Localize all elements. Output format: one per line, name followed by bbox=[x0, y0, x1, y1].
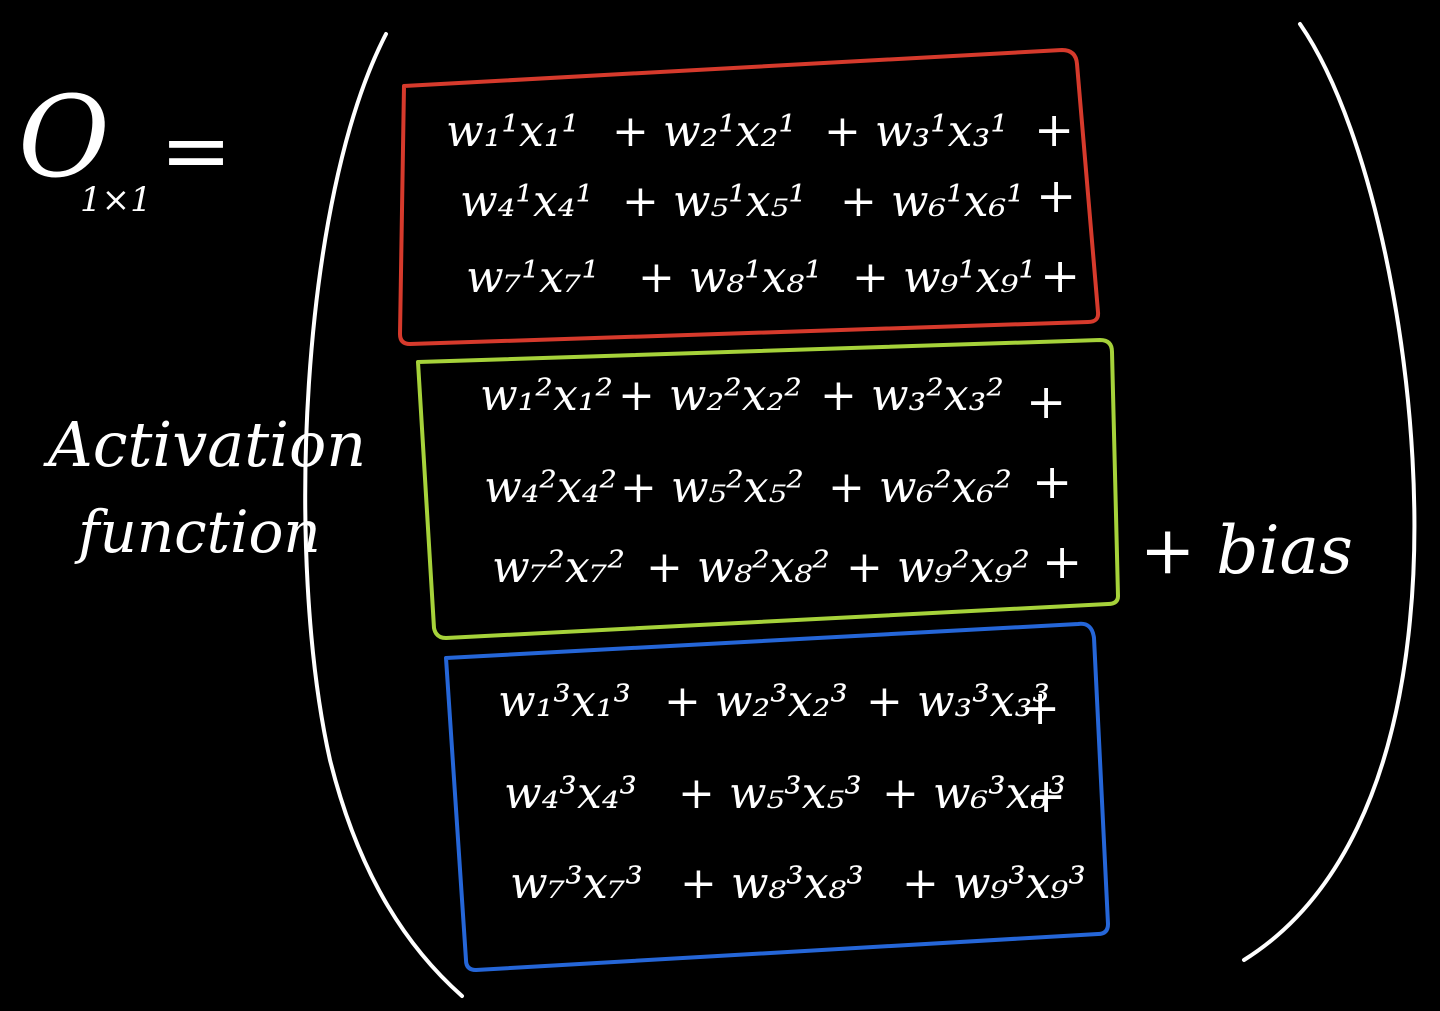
group-1-box bbox=[398, 48, 1101, 346]
term-w1-2: w₁²x₁² bbox=[480, 370, 614, 421]
term-w6-3: + w₆³x₆³ bbox=[882, 768, 1066, 819]
term-w9-2: + w₉²x₉² bbox=[846, 542, 1030, 593]
term-w8-3: + w₈³x₈³ bbox=[680, 858, 864, 909]
term-w8-2: + w₈²x₈² bbox=[646, 542, 830, 593]
term-w5-3: + w₅³x₅³ bbox=[678, 768, 862, 819]
left-parenthesis bbox=[303, 32, 464, 998]
activation-label: Activation bbox=[48, 408, 367, 481]
term-w3-1: + w₃¹x₃¹ bbox=[824, 106, 1008, 157]
term-w4-3: w₄³x₄³ bbox=[504, 768, 638, 819]
group-3-box bbox=[444, 621, 1110, 972]
plus-sign: + bbox=[1032, 454, 1073, 510]
equals-sign: = bbox=[160, 101, 233, 201]
term-w6-2: + w₆²x₆² bbox=[828, 462, 1012, 513]
plus-sign: + bbox=[1036, 168, 1077, 224]
term-w8-1: + w₈¹x₈¹ bbox=[638, 252, 822, 303]
term-w2-2: + w₂²x₂² bbox=[618, 370, 802, 421]
term-w3-2: + w₃²x₃² bbox=[820, 370, 1004, 421]
plus-bias-label: + bias bbox=[1140, 512, 1353, 589]
plus-sign: + bbox=[1034, 102, 1075, 158]
plus-sign: + bbox=[1026, 374, 1067, 430]
term-w7-3: w₇³x₇³ bbox=[510, 858, 644, 909]
term-w7-2: w₇²x₇² bbox=[492, 542, 626, 593]
plus-sign: + bbox=[1042, 534, 1083, 590]
term-w2-3: + w₂³x₂³ bbox=[664, 676, 848, 727]
right-parenthesis bbox=[1242, 22, 1417, 962]
plus-sign: + bbox=[1020, 680, 1061, 736]
group-2-box bbox=[416, 338, 1120, 640]
output-subscript: 1×1 bbox=[80, 180, 152, 220]
function-label: function bbox=[78, 498, 321, 566]
term-w9-1: + w₉¹x₉¹ bbox=[852, 252, 1036, 303]
term-w1-3: w₁³x₁³ bbox=[498, 676, 632, 727]
term-w7-1: w₇¹x₇¹ bbox=[466, 252, 600, 303]
output-symbol: O bbox=[18, 73, 110, 203]
term-w4-1: w₄¹x₄¹ bbox=[460, 176, 594, 227]
term-w1-1: w₁¹x₁¹ bbox=[446, 106, 580, 157]
term-w2-1: + w₂¹x₂¹ bbox=[612, 106, 796, 157]
term-w4-2: w₄²x₄² bbox=[484, 462, 618, 513]
plus-sign: + bbox=[1040, 248, 1081, 304]
plus-sign: + bbox=[1026, 768, 1067, 824]
term-w6-1: + w₆¹x₆¹ bbox=[840, 176, 1024, 227]
term-w5-2: + w₅²x₅² bbox=[620, 462, 804, 513]
term-w3-3: + w₃³x₃³ bbox=[866, 676, 1050, 727]
term-w5-1: + w₅¹x₅¹ bbox=[622, 176, 806, 227]
term-w9-3: + w₉³x₉³ bbox=[902, 858, 1086, 909]
